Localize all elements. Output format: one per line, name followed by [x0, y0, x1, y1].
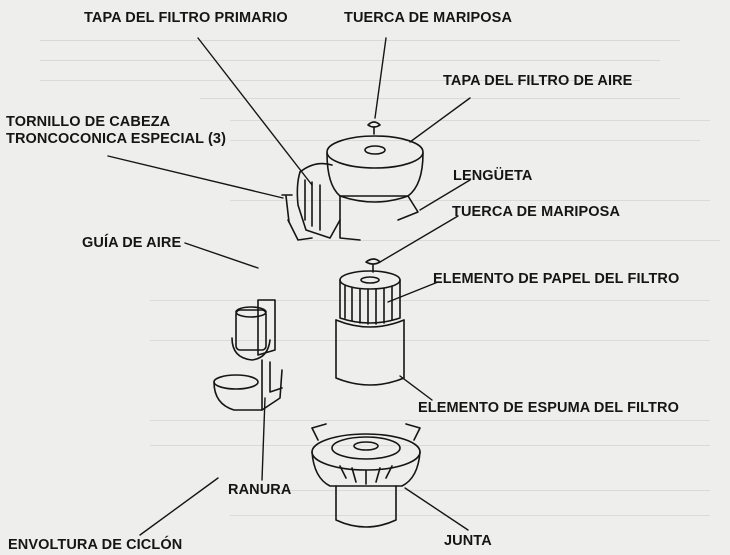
label-tapa-filtro-aire: TAPA DEL FILTRO DE AIRE [443, 73, 633, 89]
paper-element-drawing [339, 270, 401, 325]
label-tornillo-line2: TRONCOCONICA ESPECIAL (3) [6, 131, 227, 147]
air-filter-cover-drawing [287, 135, 424, 241]
leader-papel [387, 281, 439, 303]
foam-element-drawing [335, 319, 405, 386]
label-tuerca-mariposa-top: TUERCA DE MARIPOSA [344, 10, 513, 26]
label-envoltura: ENVOLTURA DE CICLÓN [8, 537, 183, 553]
label-junta: JUNTA [444, 533, 492, 549]
leader-tuerca-mid [379, 215, 459, 263]
air-guide-drawing [231, 299, 276, 361]
label-elemento-papel: ELEMENTO DE PAPEL DEL FILTRO [433, 271, 680, 287]
leader-junta [404, 487, 469, 531]
screw-drawing [281, 194, 293, 223]
wing-nut-mid-drawing [365, 258, 381, 273]
leader-tornillo [107, 155, 284, 199]
leader-tapa-aire [409, 97, 471, 143]
gasket-base-drawing [311, 423, 421, 528]
label-ranura: RANURA [228, 482, 292, 498]
label-guia-aire: GUÍA DE AIRE [82, 235, 182, 251]
leader-tapa-primario [197, 37, 313, 186]
leader-lines [107, 37, 471, 536]
label-tornillo-line1: TORNILLO DE CABEZA [6, 114, 171, 130]
label-tapa-filtro-primario: TAPA DEL FILTRO PRIMARIO [84, 10, 288, 26]
leader-envoltura [139, 477, 219, 536]
label-elemento-espuma: ELEMENTO DE ESPUMA DEL FILTRO [418, 400, 679, 416]
cyclone-housing-drawing [213, 359, 283, 411]
leader-lengueta [419, 179, 471, 211]
label-tuerca-mariposa-mid: TUERCA DE MARIPOSA [452, 204, 621, 220]
leader-tuerca-top [374, 37, 387, 119]
leader-ranura [261, 397, 266, 481]
label-lengueta: LENGÜETA [453, 168, 533, 184]
wing-nut-top-drawing [367, 121, 381, 135]
leader-guia [184, 242, 259, 269]
leader-espuma [399, 375, 433, 401]
